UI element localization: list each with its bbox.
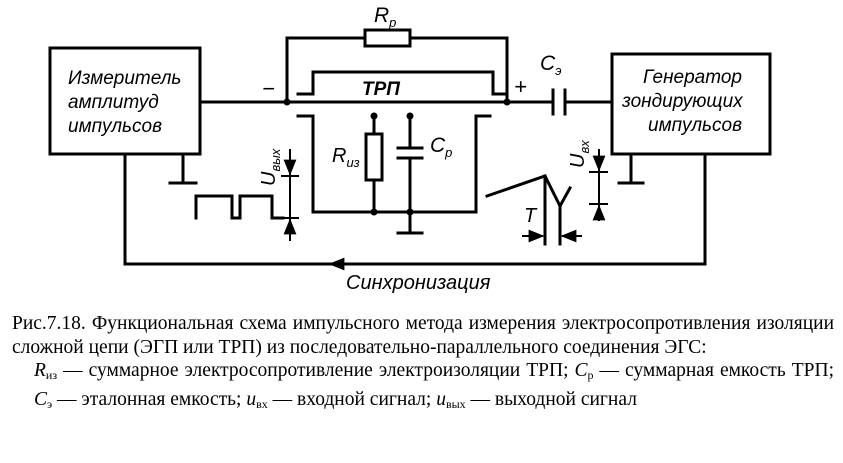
- trp-bracket-left: [296, 114, 492, 214]
- minus-label: −: [262, 76, 275, 101]
- generator-label-1: Генератор: [643, 67, 742, 88]
- rp-label: Rр: [374, 4, 396, 30]
- generator-label-2: зондирующих: [621, 91, 744, 112]
- caption-title: Рис.7.18. Функциональная схема импульсно…: [12, 313, 834, 358]
- sync-label: Синхронизация: [346, 272, 491, 294]
- rp-resistor: [363, 28, 412, 48]
- riz-label: Rиз: [332, 145, 360, 170]
- riz-resistor: [364, 132, 384, 182]
- output-waveform: [194, 194, 285, 220]
- caption-legend: Rиз — суммарное электросопротивление эле…: [34, 360, 834, 411]
- ce-label: Cэ: [540, 52, 562, 78]
- generator-block: [610, 52, 772, 156]
- uin-label: Uвх: [567, 140, 592, 168]
- circuit-diagram: Измеритель амплитуд импульсов Генератор …: [48, 4, 772, 294]
- meter-label-1: Измеритель: [68, 68, 181, 89]
- rp-branch-wire: [285, 36, 367, 104]
- figure-caption: Рис.7.18. Функциональная схема импульсно…: [12, 312, 834, 416]
- period-label: T: [524, 205, 538, 227]
- trp-label: ТРП: [362, 79, 400, 100]
- trp-bracket-top: [296, 70, 508, 96]
- cp-label: Cр: [430, 134, 452, 160]
- uout-label: Uвых: [258, 148, 283, 186]
- plus-label: +: [514, 74, 527, 99]
- meter-label-2: амплитуд: [68, 92, 159, 113]
- generator-label-3: импульсов: [648, 115, 742, 136]
- meter-label-3: импульсов: [68, 116, 162, 137]
- input-waveform: [485, 174, 573, 210]
- sync-wire: [123, 152, 707, 266]
